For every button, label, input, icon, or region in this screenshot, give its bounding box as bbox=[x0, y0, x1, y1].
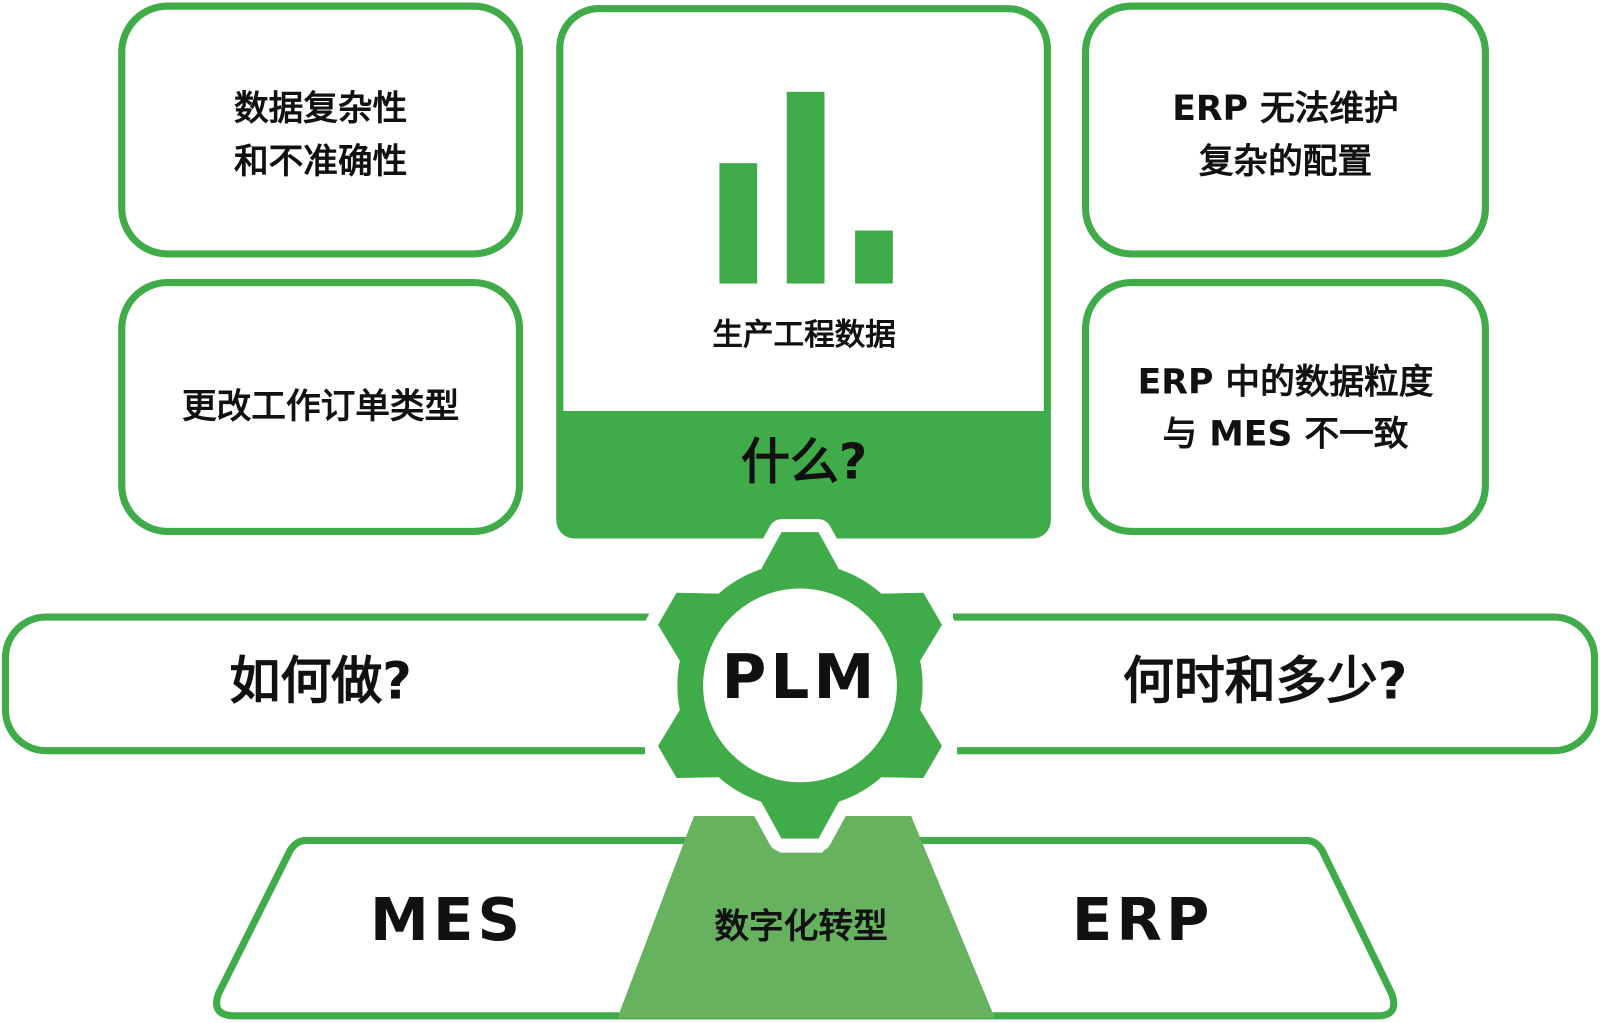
band-left-text: 如何做? bbox=[229, 652, 412, 711]
box-erp-config bbox=[1082, 2, 1489, 258]
box-data-granularity bbox=[1082, 278, 1489, 535]
gear-center bbox=[703, 588, 897, 783]
band-right-text: 何时和多少? bbox=[1123, 652, 1408, 711]
center-caption: 生产工程数据 bbox=[712, 318, 895, 353]
digital-transformation-base bbox=[617, 815, 995, 1018]
box-data-granularity-line2: 与 MES 不一致 bbox=[1163, 415, 1409, 455]
base-right-text: ERP bbox=[1072, 885, 1214, 954]
base-left-text: MES bbox=[370, 885, 524, 954]
box-data-complexity bbox=[118, 2, 524, 258]
center-question: 什么? bbox=[741, 434, 867, 491]
bar-chart-icon bbox=[719, 91, 893, 284]
box-erp-config-line1: ERP 无法维护 bbox=[1172, 89, 1398, 129]
box-data-complexity-line1: 数据复杂性 bbox=[234, 89, 407, 129]
gear-icon bbox=[645, 519, 955, 852]
box-data-complexity-line2: 和不准确性 bbox=[234, 142, 407, 182]
box-work-order-types-text: 更改工作订单类型 bbox=[182, 387, 459, 427]
band-right bbox=[952, 613, 1599, 755]
base-platform bbox=[213, 836, 1398, 1020]
gear-label: PLM bbox=[722, 642, 879, 713]
box-erp-config-line2: 复杂的配置 bbox=[1199, 142, 1372, 182]
box-work-order-types bbox=[118, 278, 524, 535]
center-box bbox=[556, 4, 1051, 539]
box-data-granularity-line1: ERP 中的数据粒度 bbox=[1138, 362, 1434, 402]
base-center-text: 数字化转型 bbox=[714, 907, 887, 947]
band-left bbox=[1, 613, 650, 755]
